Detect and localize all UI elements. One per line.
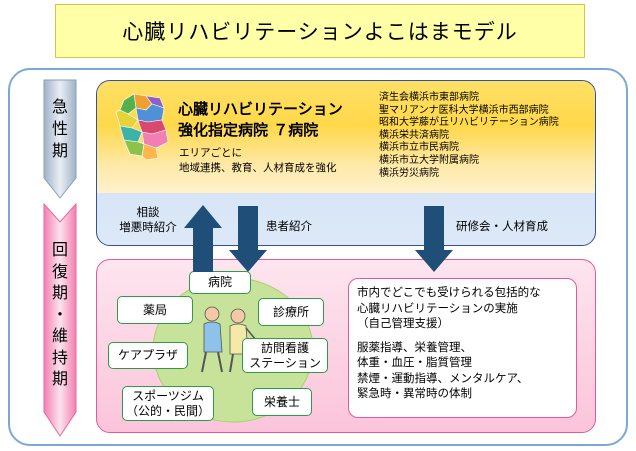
- hospital-item: 昭和大学藤が丘リハビリテーション病院: [379, 117, 559, 129]
- yokohama-map-icon: [115, 93, 169, 161]
- info-line: 緊急時・異常時の体制: [357, 386, 472, 400]
- comprehensive-rehab-info: 市内でどこでも受けられる包括的な 心臓リハビリテーションの実施 （自己管理支援）…: [348, 278, 577, 418]
- subtext-line: 地域連携、教育、人材育成を強化: [179, 162, 337, 174]
- clinic-node: 診療所: [258, 298, 324, 326]
- node-label: 病院: [207, 275, 232, 289]
- title-banner: 心臓リハビリテーションよこはまモデル: [55, 4, 585, 58]
- consult-label: 相談 増悪時紹介: [108, 205, 188, 235]
- pharmacy-node: 薬局: [117, 296, 193, 324]
- recovery-char: 復: [51, 261, 68, 281]
- consult-label-line: 増悪時紹介: [119, 220, 177, 234]
- info-line: 体重・血圧・脂質管理: [357, 355, 472, 369]
- recovery-char: 維: [51, 326, 68, 345]
- designated-hospitals-subtext: エリアごとに 地域連携、教育、人材育成を強化: [179, 146, 337, 176]
- node-label: スポーツジム: [132, 388, 204, 403]
- acute-char: 急: [51, 97, 68, 116]
- hospital-node: 病院: [189, 271, 251, 294]
- sports-gym-node: スポーツジム （公的・民間）: [122, 386, 214, 421]
- info-line: 服薬指導、栄養管理、: [357, 339, 472, 354]
- hospital-list: 済生会横浜市東部病院 聖マリアンナ医科大学横浜市西部病院 昭和大学藤が丘リハビリ…: [379, 92, 559, 180]
- heading-line: 心臓リハビリテーション: [178, 100, 343, 118]
- info-line: 心臓リハビリテーションの実施: [357, 300, 518, 315]
- hospital-item: 聖マリアンナ医科大学横浜市西部病院: [379, 104, 549, 116]
- consult-label-line: 相談: [136, 205, 160, 219]
- recovery-char: ・: [51, 304, 68, 324]
- page-title: 心臓リハビリテーションよこはまモデル: [122, 20, 518, 44]
- node-label: ケアプラザ: [117, 348, 178, 362]
- recovery-phase-label: 回 復 期 ・ 維 持 期: [47, 239, 73, 390]
- training-label: 研修会・人材育成: [456, 219, 548, 233]
- heading-line: 強化指定病院 ７病院: [178, 121, 319, 139]
- acute-char: 期: [51, 141, 68, 160]
- info-line: 市内でどこでも受けられる包括的な: [357, 285, 541, 299]
- acute-phase-arrow: [43, 79, 77, 199]
- designated-hospitals-heading: 心臓リハビリテーション 強化指定病院 ７病院: [178, 99, 343, 141]
- hospital-item: 横浜市立市民病院: [379, 142, 459, 154]
- acute-char: 性: [51, 119, 68, 138]
- info-line: 禁煙・運動指導、メンタルケア、: [357, 370, 529, 385]
- recovery-char: 回: [51, 240, 68, 259]
- node-label: （公的・民間）: [125, 403, 210, 418]
- patient-referral-label: 患者紹介: [266, 219, 312, 233]
- care-plaza-node: ケアプラザ: [108, 342, 188, 369]
- node-label: 診療所: [272, 304, 309, 319]
- node-label: ステーション: [249, 355, 321, 370]
- hospital-item: 横浜労災病院: [379, 167, 439, 179]
- hospital-item: 横浜栄共済病院: [379, 129, 449, 141]
- acute-phase-label: 急 性 期: [47, 96, 73, 162]
- visiting-nursing-node: 訪問看護 ステーション: [242, 338, 328, 373]
- info-line: （自己管理支援）: [357, 316, 449, 330]
- dietitian-node: 栄養士: [252, 388, 312, 416]
- hospital-item: 済生会横浜市東部病院: [379, 92, 479, 103]
- recovery-char: 期: [51, 283, 68, 302]
- recovery-char: 持: [51, 347, 68, 367]
- node-label: 訪問看護: [260, 340, 309, 355]
- recovery-phase-arrow: [43, 202, 77, 437]
- hospitals-highlight: [97, 81, 595, 193]
- designated-hospitals-panel: [96, 80, 596, 246]
- node-label: 薬局: [142, 302, 167, 317]
- phase-arrows: [43, 79, 77, 437]
- node-label: 栄養士: [263, 394, 300, 409]
- subtext-line: エリアごとに: [179, 147, 242, 159]
- recovery-char: 期: [51, 369, 68, 388]
- hospital-item: 横浜市立大学附属病院: [379, 154, 479, 166]
